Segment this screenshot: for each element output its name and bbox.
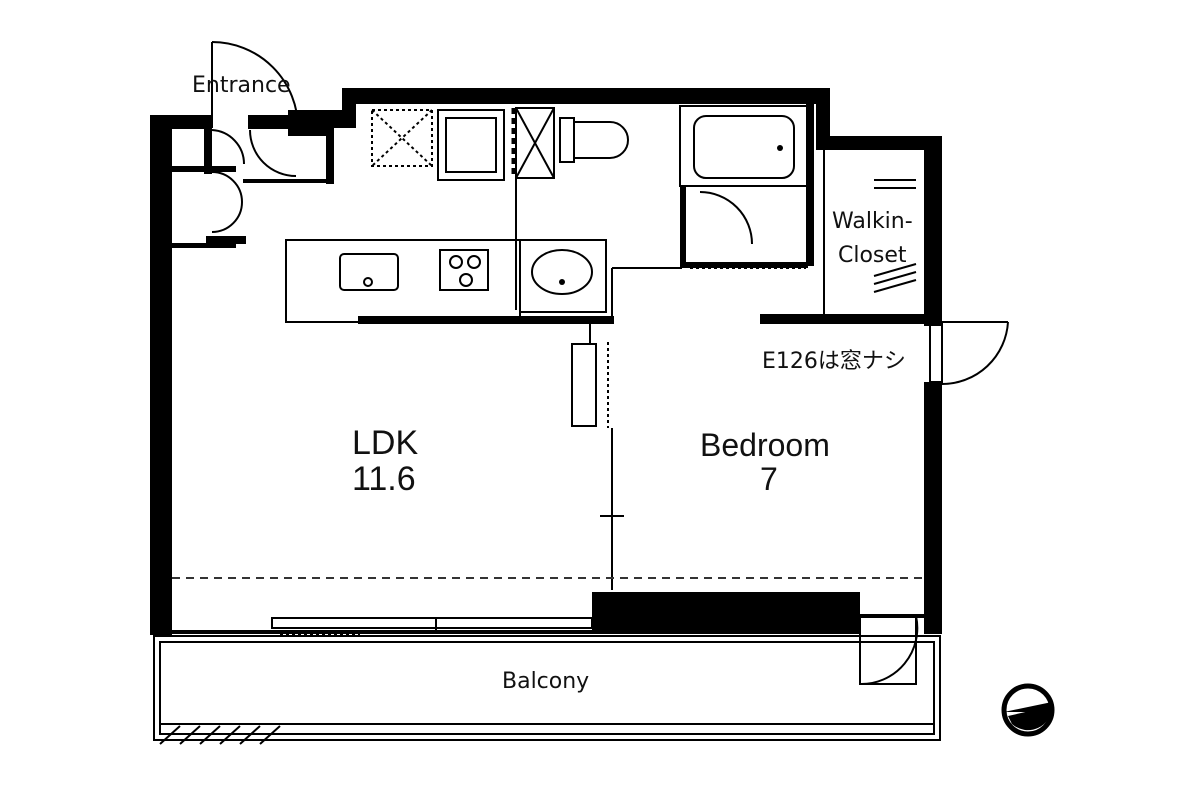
entrance-area [172, 41, 334, 248]
closet-label-line2: Closet [838, 243, 907, 268]
window-note: E126は窓ナシ [762, 349, 906, 374]
ldk-size: 11.6 [352, 460, 416, 498]
bedroom-label: Bedroom [700, 427, 830, 463]
fixtures [285, 104, 814, 590]
side-door [929, 321, 1009, 386]
north-compass-icon [1001, 683, 1055, 737]
balcony-label: Balcony [502, 669, 589, 694]
balcony-window [271, 617, 593, 635]
bedroom-size: 7 [760, 461, 778, 497]
entrance-label: Entrance [192, 73, 291, 98]
balcony [153, 615, 941, 745]
ldk-label: LDK [352, 424, 418, 462]
closet-label-line1: Walkin- [832, 209, 913, 234]
outer-walls [150, 88, 942, 635]
walkin-closet [760, 150, 930, 324]
